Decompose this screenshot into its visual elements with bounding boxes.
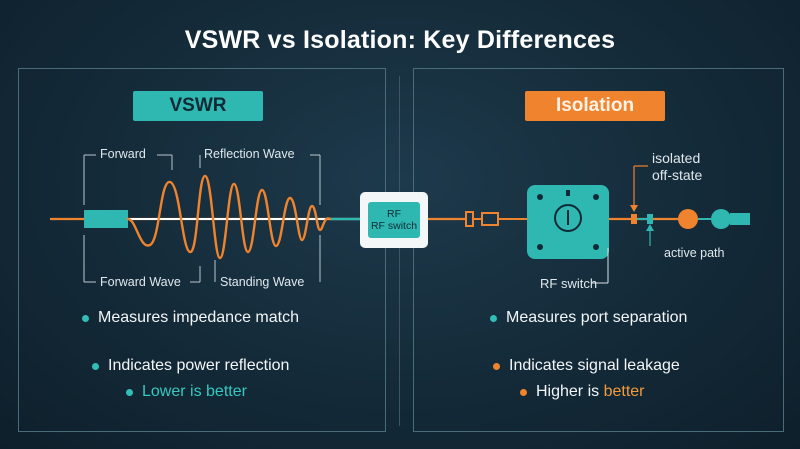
center-rf-line2: RF switch — [370, 220, 418, 232]
vswr-bullet-1-text: Measures impedance match — [98, 309, 299, 326]
bullet-dot — [82, 314, 89, 322]
label-rf-switch: RF switch — [540, 276, 598, 291]
isolation-badge: Isolation — [525, 91, 665, 121]
bullet-dot — [493, 362, 500, 370]
label-off-state: off-state — [652, 167, 703, 183]
vswr-badge: VSWR — [133, 91, 263, 121]
vswr-bullet-2-text: Indicates power reflection — [108, 357, 290, 374]
bullet-dot — [490, 314, 497, 322]
label-standing-wave: Standing Wave — [220, 275, 305, 289]
isolation-bullet-1-text: Measures port separation — [506, 309, 688, 326]
vswr-panel — [18, 68, 386, 432]
label-forward: Forward — [100, 147, 146, 161]
port-circle-teal — [711, 209, 731, 229]
vswr-bullet-3-text: Lower is better — [142, 383, 247, 400]
bullet-dot — [126, 388, 133, 396]
coax-connector-icon — [465, 211, 527, 227]
port-circle-icon — [678, 209, 698, 229]
isolation-bullet-3: Higher is better — [520, 383, 645, 401]
vswr-bullet-2: Indicates power reflection — [92, 357, 289, 375]
label-reflection-wave: Reflection Wave — [204, 147, 295, 161]
label-active-path: active path — [664, 246, 725, 260]
center-rf-switch-label: RF RF switch — [368, 202, 420, 238]
label-isolated: isolated — [652, 150, 701, 166]
bullet-dot — [520, 388, 527, 396]
isolation-bullet-1: Measures port separation — [490, 309, 687, 327]
center-rf-line1: RF — [387, 208, 401, 220]
vswr-bracket-lines — [83, 154, 321, 283]
isolation-bullet-2: Indicates signal leakage — [493, 357, 680, 375]
standing-wave — [126, 174, 332, 260]
center-rf-switch: RF RF switch — [360, 192, 428, 248]
vswr-bullet-1: Measures impedance match — [82, 309, 299, 327]
page-title: VSWR vs Isolation: Key Differences — [184, 26, 616, 54]
rf-switch-icon — [527, 185, 609, 259]
bullet-dot — [92, 362, 99, 370]
isolation-bullet-2-text: Indicates signal leakage — [509, 357, 680, 374]
isolation-bullet-3-highlight: better — [603, 383, 645, 400]
center-divider — [399, 76, 400, 426]
isolation-bullet-3-prefix: Higher is — [536, 383, 604, 400]
isolation-panel — [413, 68, 784, 432]
vswr-bullet-3: Lower is better — [126, 383, 247, 401]
label-forward-wave: Forward Wave — [100, 275, 181, 289]
vswr-source-block — [84, 210, 128, 228]
